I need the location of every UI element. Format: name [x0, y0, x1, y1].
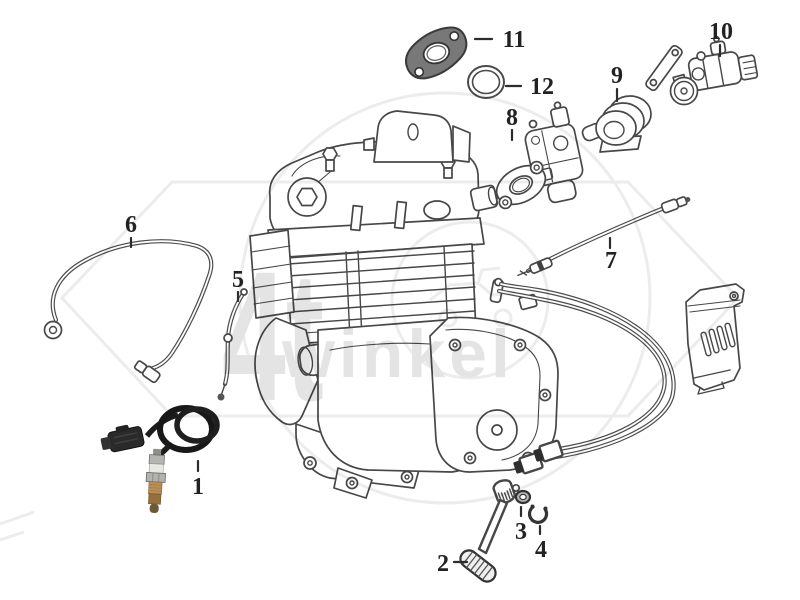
harness-connector [533, 439, 564, 463]
part-washer [514, 489, 532, 505]
callout-9-label: 9 [611, 63, 623, 89]
engine-mount-bracket [363, 110, 471, 163]
part-wire-5 [217, 288, 248, 401]
callout-8-label: 8 [506, 105, 518, 131]
part-o-ring [467, 65, 505, 99]
watermark-text-large: 4t [222, 233, 324, 440]
callout-2-label: 2 [437, 551, 449, 577]
callout-1-label: 1 [192, 474, 204, 500]
callout-4-label: 4 [535, 537, 547, 563]
callout-10-label: 10 [709, 19, 733, 45]
cylinder-head [267, 141, 499, 259]
callout-3-label: 3 [515, 519, 527, 545]
watermark: 4t winkel [0, 91, 741, 542]
watermark-text-small: winkel [281, 316, 514, 392]
part-gasket [405, 26, 468, 80]
callout-7-label: 7 [605, 248, 617, 274]
callout-12-label: 12 [530, 74, 554, 100]
part-solenoid-valve [645, 35, 759, 106]
callout-5-label: 5 [232, 267, 244, 293]
part-cable-6 [43, 239, 214, 384]
callout-6-label: 6 [125, 212, 137, 238]
engine-assembly [249, 110, 676, 499]
part-intake-boot [595, 95, 652, 153]
part-circlip [527, 504, 549, 524]
cylinder-fins [249, 229, 477, 345]
guard-plate [685, 283, 745, 395]
callout-11-label: 11 [503, 27, 526, 53]
wire-harness [496, 281, 676, 475]
callouts: 1 2 3 4 5 6 7 8 9 10 11 12 [125, 19, 733, 577]
part-carburetor [495, 101, 618, 210]
part-kick-lever [459, 479, 521, 583]
